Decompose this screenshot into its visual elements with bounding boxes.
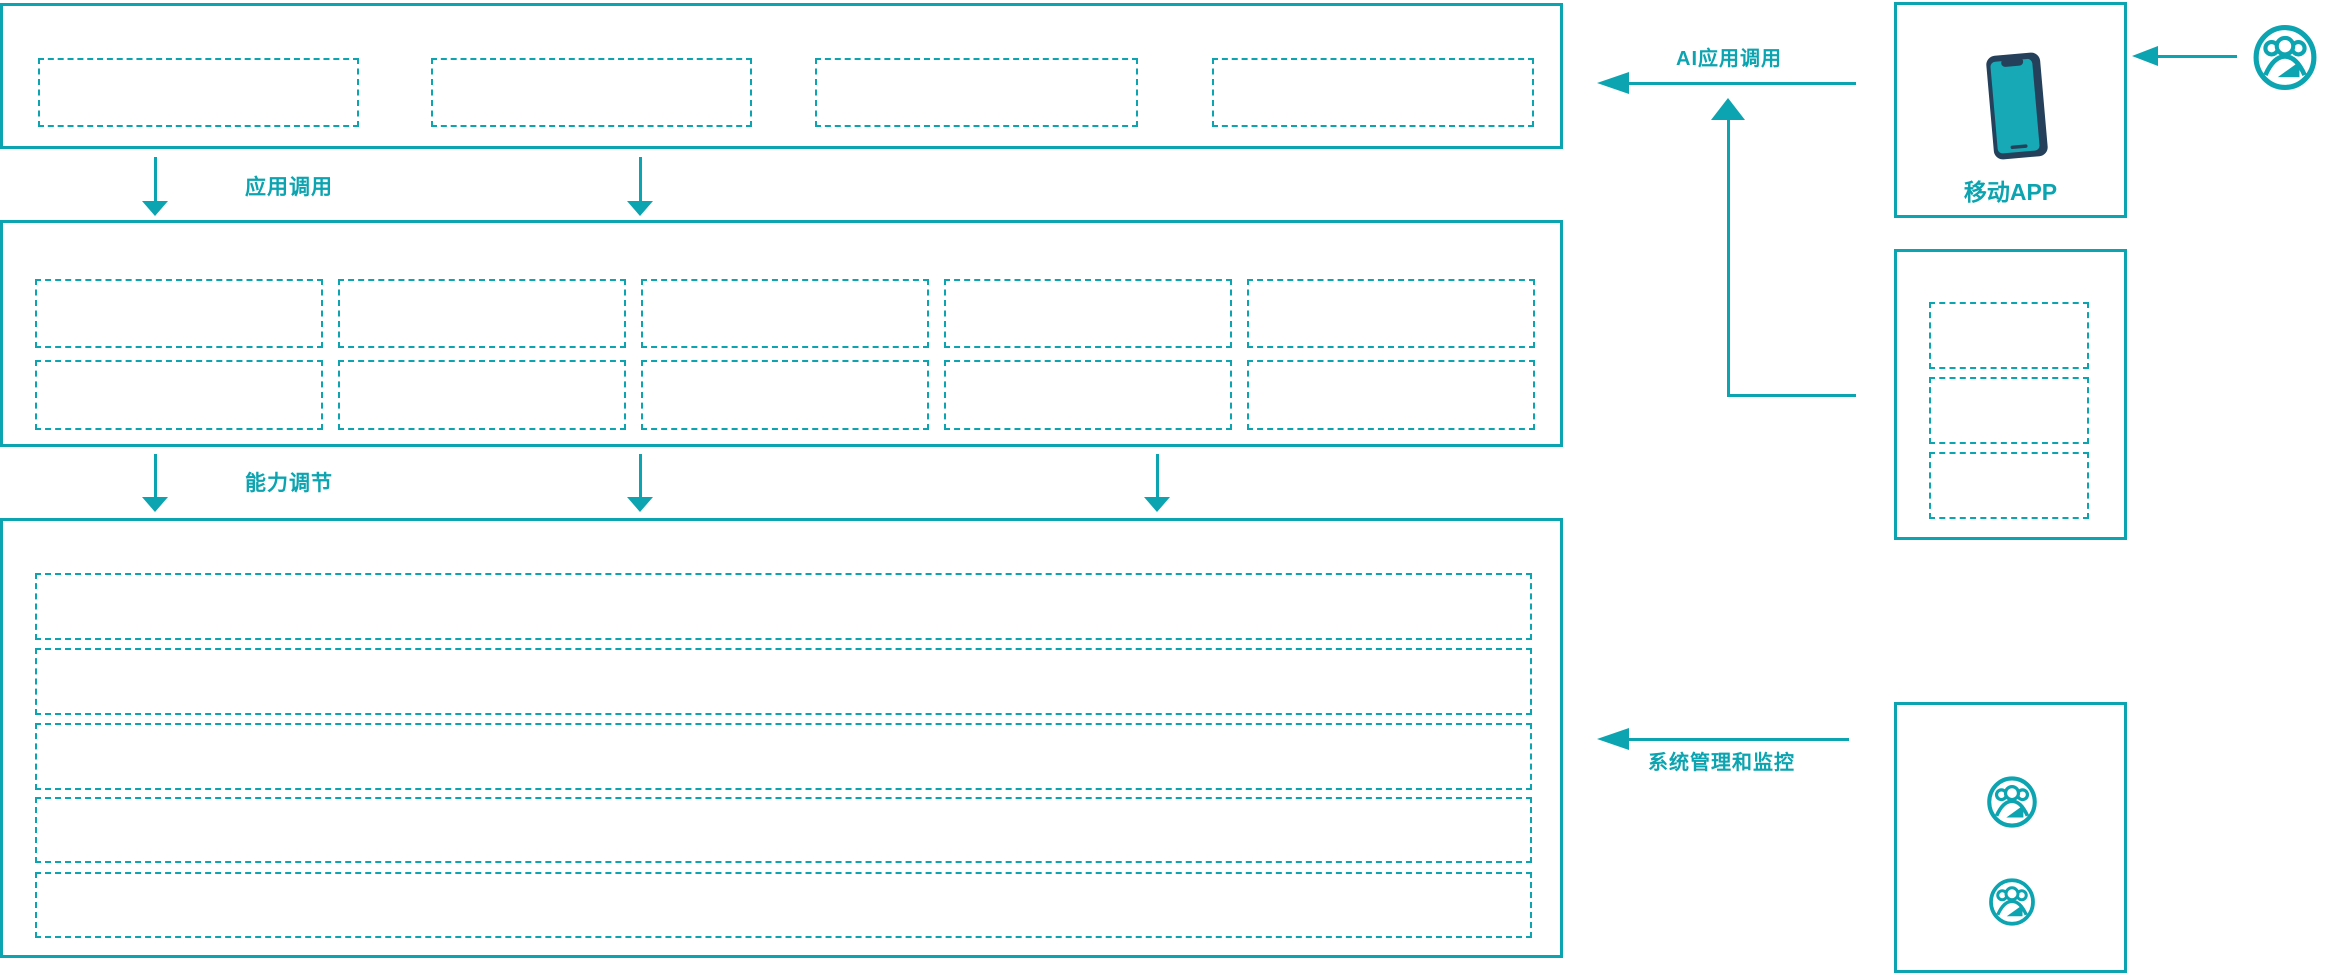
channel-placeholder-box [1929, 452, 2089, 519]
mobile-app-label: 移动APP [1963, 179, 2058, 205]
upward-connector-line [1727, 119, 1730, 397]
channel-placeholder-box [1929, 302, 2089, 369]
application-placeholder-box [38, 58, 359, 127]
upward-connector-arrowhead [1711, 98, 1745, 120]
application-call-arrow-line [639, 157, 642, 201]
ai-app-call-label: AI应用调用 [1676, 48, 1782, 70]
capability-placeholder-box [338, 360, 626, 430]
platform-row-placeholder [35, 723, 1532, 790]
upward-connector-line [1727, 394, 1856, 397]
capability-placeholder-box [641, 360, 929, 430]
capability-adjust-arrow-line [154, 454, 157, 497]
capability-placeholder-box [641, 279, 929, 348]
ai-app-call-arrow-line [1628, 82, 1856, 85]
capability-placeholder-box [35, 360, 323, 430]
application-placeholder-box [1212, 58, 1534, 127]
system-management-arrow-line [1628, 738, 1849, 741]
application-placeholder-box [431, 58, 752, 127]
user-to-app-arrow-line [2155, 55, 2237, 58]
capability-placeholder-box [35, 279, 323, 348]
system-management-label: 系统管理和监控 [1648, 752, 1795, 774]
capability-placeholder-box [1247, 279, 1535, 348]
capability-adjust-arrow-line [639, 454, 642, 497]
platform-row-placeholder [35, 648, 1532, 715]
capability-adjust-arrow-line [1156, 454, 1159, 497]
top-application-layer-panel [0, 3, 1563, 149]
middle-capability-layer-panel [0, 220, 1563, 447]
capability-adjust-arrowhead [627, 497, 653, 512]
system-management-arrowhead [1597, 728, 1629, 750]
capability-placeholder-box [1247, 360, 1535, 430]
end-users-icon [2252, 23, 2318, 92]
capability-placeholder-box [944, 279, 1232, 348]
application-call-arrowhead [627, 201, 653, 216]
capability-placeholder-box [944, 360, 1232, 430]
mobile-app-box: 移动APP [1894, 2, 2127, 218]
channel-placeholder-box [1929, 377, 2089, 444]
application-call-label: 应用调用 [245, 176, 333, 199]
user-to-app-arrowhead [2132, 46, 2158, 66]
admin-users-icon [1986, 775, 2038, 829]
application-call-arrow-line [154, 157, 157, 201]
capability-adjust-arrowhead [1144, 497, 1170, 512]
capability-adjust-label: 能力调节 [245, 472, 333, 495]
ai-app-call-arrowhead [1597, 72, 1629, 94]
capability-placeholder-box [338, 279, 626, 348]
application-placeholder-box [815, 58, 1138, 127]
platform-row-placeholder [35, 872, 1532, 938]
capability-adjust-arrowhead [142, 497, 168, 512]
application-call-arrowhead [142, 201, 168, 216]
admin-users-icon [1988, 877, 2036, 927]
channel-box [1894, 249, 2127, 540]
platform-row-placeholder [35, 797, 1532, 863]
smartphone-icon [1984, 51, 2049, 161]
admin-box [1894, 702, 2127, 973]
platform-row-placeholder [35, 573, 1532, 640]
bottom-platform-layer-panel [0, 518, 1563, 958]
